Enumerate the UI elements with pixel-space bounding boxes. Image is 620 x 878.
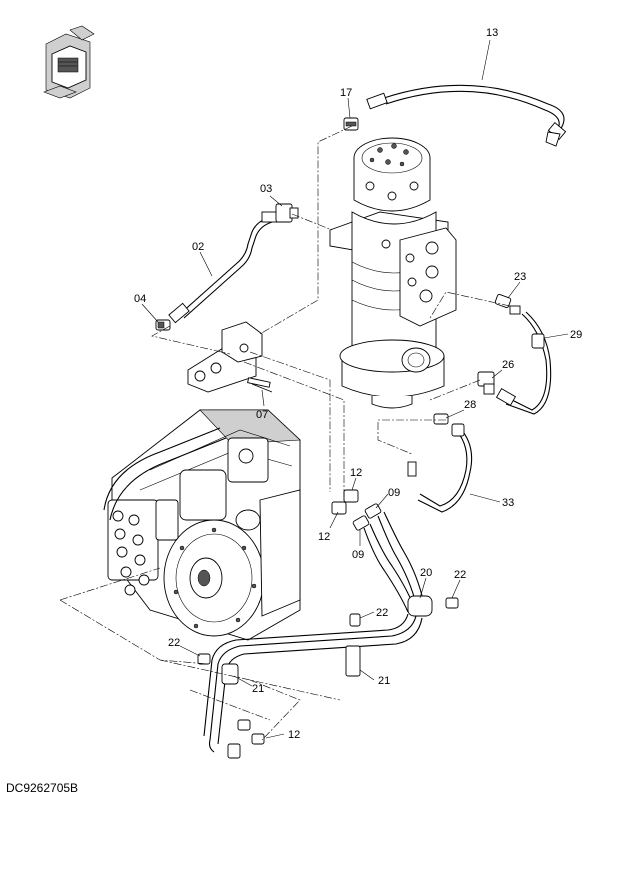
fitting-28 [433,413,449,425]
callout-17: 17 [340,87,352,99]
swivel-joint [329,137,457,409]
fitting-22-left [197,653,211,665]
callout-21-right: 21 [378,675,390,687]
fitting-26 [477,371,495,395]
callout-22-right: 22 [454,569,466,581]
callout-26: 26 [502,359,514,371]
callout-09-upper: 09 [388,487,400,499]
pump-assembly [103,409,301,641]
callout-29: 29 [570,329,582,341]
reference-lines [59,125,511,741]
fitting-03 [275,203,299,223]
hose-09 [352,503,425,613]
fitting-04 [155,319,171,331]
callout-12-lower: 12 [318,531,330,543]
fitting-22-right [445,597,459,609]
callout-23: 23 [514,271,526,283]
hose-29 [495,311,552,415]
callout-09-lower: 09 [352,549,364,561]
hose-02 [168,211,279,324]
callout-21-left: 21 [252,683,264,695]
clamp-20 [407,595,433,617]
hose-33 [407,423,473,513]
callout-12-upper: 12 [350,467,362,479]
callout-13: 13 [486,27,498,39]
callout-22-mid: 22 [376,607,388,619]
hose-13 [366,84,567,147]
fitting-22-mid [349,613,361,627]
callout-22-left: 22 [168,637,180,649]
machine-location-thumbnail-icon [42,25,96,99]
fitting-23 [494,294,521,315]
callout-33: 33 [502,497,514,509]
callout-12-bottom: 12 [288,729,300,741]
callout-03: 03 [260,183,272,195]
callout-04: 04 [134,293,146,305]
callout-07: 07 [256,409,268,421]
callout-20: 20 [420,567,432,579]
callout-02: 02 [192,241,204,253]
document-id: DC9262705B [6,781,78,795]
leader-lines [141,39,569,739]
hose-21 [203,613,423,759]
fitting-12-upper [343,489,359,503]
callout-labels: 13 17 03 02 04 07 23 29 26 28 12 09 12 0… [134,27,582,741]
valve-block [187,321,273,393]
fitting-12-lower [331,501,347,515]
callout-28: 28 [464,399,476,411]
fitting-17 [343,117,359,131]
fitting-12-bottom [237,719,265,745]
